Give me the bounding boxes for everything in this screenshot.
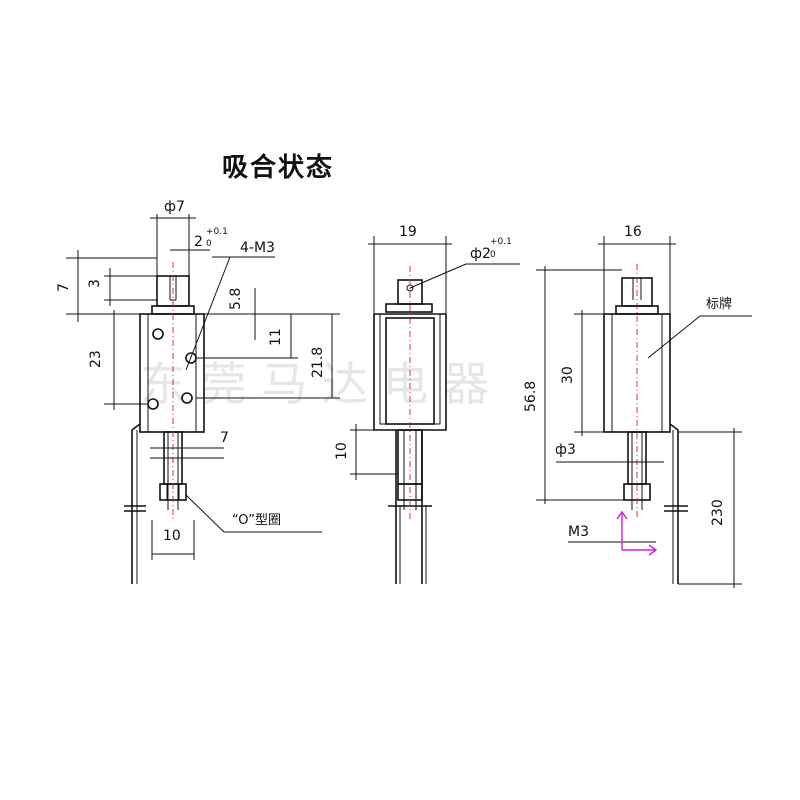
dim-19: 19	[399, 224, 417, 240]
dim-56-8: 56.8	[523, 381, 539, 412]
dim-5-8: 5.8	[228, 288, 244, 310]
dim-10-left: 10	[163, 528, 181, 544]
middle-view: 19 ф2 +0.1 0 10	[334, 224, 520, 584]
lead-wire	[131, 423, 141, 584]
dim-11: 11	[268, 328, 284, 346]
oring-label: “O”型圈	[232, 513, 281, 528]
left-view: ф7 2 +0.1 0 4-M3 7 3 23 5.8 11	[56, 199, 340, 584]
dim-phi7: ф7	[164, 199, 185, 215]
watermark: 东 莞 马 达 电 器	[140, 357, 489, 411]
dim-slot2-tol-up: +0.1	[206, 227, 228, 237]
nameplate-label: 标牌	[706, 296, 732, 312]
dim-slot2: 2	[194, 234, 203, 250]
dim-21-8: 21.8	[310, 347, 326, 378]
dim-3: 3	[87, 279, 103, 288]
mount-hole-1	[152, 328, 164, 340]
dim-phi2: ф2	[470, 246, 491, 262]
dim-7-top: 7	[56, 283, 72, 292]
mount-hole-4	[181, 392, 193, 404]
dim-230: 230	[710, 499, 726, 526]
dim-phi2-tol-up: +0.1	[490, 237, 512, 247]
dim-23: 23	[88, 350, 104, 368]
screw-label: 4-M3	[240, 240, 275, 256]
thread-m3-label: M3	[568, 524, 589, 540]
right-view: 16 标牌 56.8 30 ф3 M3 230	[523, 224, 752, 588]
dim-7-bottom: 7	[220, 430, 229, 446]
drawing-title: 吸合状态	[222, 152, 334, 183]
dim-30: 30	[560, 366, 576, 384]
dim-phi3: ф3	[555, 442, 576, 458]
dim-10-mid: 10	[334, 442, 350, 460]
dim-phi2-tol-low: 0	[490, 250, 496, 260]
dim-slot2-tol-low: 0	[206, 239, 212, 249]
dim-16: 16	[624, 224, 642, 240]
